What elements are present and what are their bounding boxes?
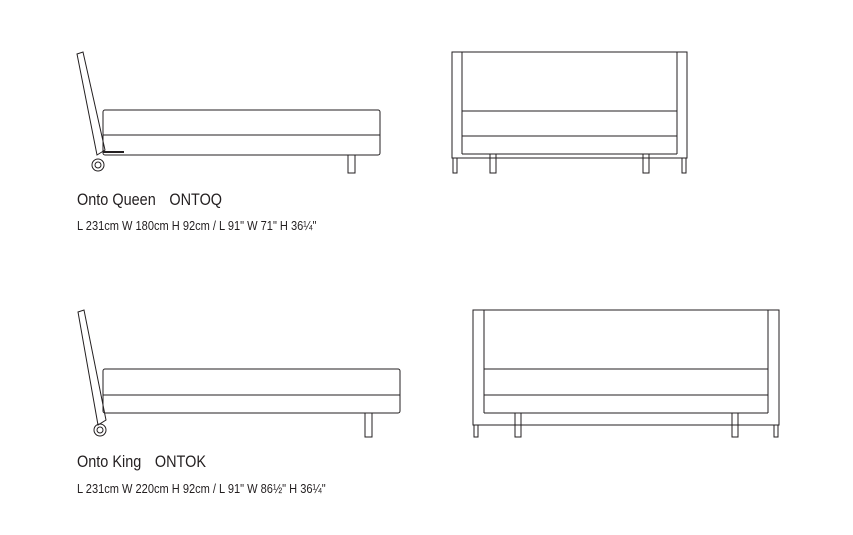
king-title: Onto King ONTOK	[77, 452, 206, 472]
king-name: Onto King	[77, 452, 142, 471]
king-front-view	[472, 309, 780, 438]
queen-name: Onto Queen	[77, 190, 156, 209]
queen-code: ONTOQ	[169, 190, 223, 209]
king-dimensions: L 231cm W 220cm H 92cm / L 91" W 86½" H …	[77, 481, 326, 496]
queen-front-view	[451, 51, 688, 174]
king-code: ONTOK	[154, 452, 206, 471]
queen-side-view	[76, 51, 381, 174]
queen-dimensions: L 231cm W 180cm H 92cm / L 91" W 71" H 3…	[77, 218, 317, 233]
king-side-view	[77, 309, 401, 438]
queen-title: Onto Queen ONTOQ	[77, 190, 222, 210]
